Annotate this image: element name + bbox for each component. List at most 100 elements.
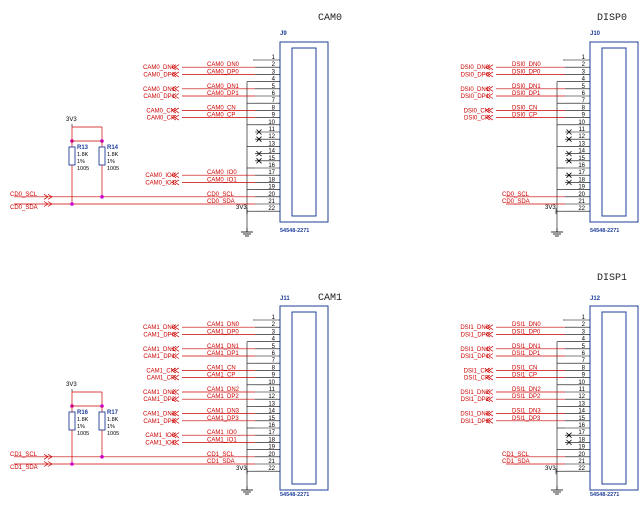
- pin-number: 4: [582, 77, 586, 83]
- resistor-tolerance: 1%: [107, 159, 115, 165]
- net-name: CD1_SCL: [207, 452, 235, 458]
- port-arrow-icon: [485, 324, 491, 330]
- port-arrow-icon: [174, 172, 180, 178]
- junction-dot: [70, 202, 74, 206]
- port-label: CAM1_DP1: [143, 354, 175, 360]
- pin-number: 1: [272, 315, 276, 321]
- connector-ref: J9: [280, 31, 287, 37]
- pin-number: 16: [268, 423, 275, 429]
- connector-disp1: DISP1J1254548-22711234567891011121314151…: [460, 273, 639, 498]
- connector-disp0: DISP0J1054548-22711234567891011121314151…: [460, 13, 639, 237]
- port-arrow-icon: [174, 179, 180, 186]
- pin-number: 17: [578, 170, 585, 176]
- pin-number: 11: [269, 387, 276, 393]
- pin-number: 18: [268, 177, 275, 183]
- pin-number: 22: [578, 466, 585, 472]
- nc-stroke: [566, 150, 572, 157]
- port-arrow-icon: [485, 86, 491, 92]
- port-label: DSI0_DN1: [460, 87, 489, 93]
- port-label: DSI1_DP2: [461, 397, 490, 403]
- net-name: DSI1_CP: [512, 373, 537, 379]
- pin-number: 11: [579, 387, 586, 393]
- port-arrow-icon: [171, 346, 177, 352]
- net-name: DSI0_DN0: [512, 62, 541, 68]
- resistor-value: 1.8K: [77, 417, 89, 423]
- port-label: CAM1_CN: [146, 368, 175, 374]
- port-label: DSI1_CP: [464, 376, 489, 382]
- pin-number: 20: [578, 192, 585, 198]
- port-arrow-icon: [485, 374, 491, 381]
- pin-number: 18: [578, 177, 585, 183]
- pin-number: 3: [272, 69, 276, 75]
- pin-number: 3: [582, 69, 586, 75]
- rail-label: 3V3: [66, 382, 77, 388]
- port-arrow-icon: [174, 93, 180, 99]
- pin-number: 1: [272, 55, 276, 61]
- port-label: CAM1_IO0: [145, 433, 175, 439]
- net-name: CAM1_DN3: [207, 409, 240, 415]
- port-arrow-icon: [174, 346, 180, 352]
- pin-number: 3: [272, 329, 276, 335]
- port-arrow-icon: [488, 93, 494, 99]
- port-arrow-icon: [43, 461, 49, 467]
- port-arrow-icon: [485, 418, 491, 424]
- pin-number: 10: [268, 380, 275, 386]
- resistor-value: 1.8K: [107, 152, 119, 158]
- port-arrow-icon: [488, 367, 494, 374]
- pin-number: 10: [578, 120, 585, 126]
- pin-number: 9: [582, 373, 586, 379]
- connector-cam1: CAM1J1154548-227112345678910111213141516…: [10, 293, 342, 498]
- part-number: 54548-2271: [280, 228, 309, 234]
- connector-body: [279, 305, 329, 491]
- nc-stroke: [256, 150, 262, 157]
- port-arrow-icon: [485, 71, 491, 78]
- pin-number: 5: [272, 84, 276, 90]
- pin-number: 13: [578, 141, 585, 147]
- net-name: CAM1_DN1: [207, 344, 240, 350]
- port-arrow-icon: [171, 389, 177, 395]
- port-arrow-icon: [485, 367, 491, 374]
- resistor-tolerance: 1%: [77, 424, 85, 430]
- port-arrow-icon: [47, 201, 53, 207]
- pin-number: 14: [268, 149, 275, 155]
- pin-number: 8: [582, 105, 586, 111]
- resistor-body: [68, 411, 76, 431]
- pin-number: 6: [582, 91, 586, 97]
- port-arrow-icon: [488, 64, 494, 70]
- connector-inner: [601, 311, 627, 485]
- resistor-value: 1.8K: [107, 417, 119, 423]
- pin-number: 8: [272, 105, 276, 111]
- port-label: CAM0_IO1: [145, 180, 175, 186]
- block-title: CAM1: [318, 293, 342, 304]
- pin-number: 2: [272, 322, 276, 328]
- port-arrow-icon: [171, 418, 177, 424]
- pin-number: 7: [582, 98, 586, 104]
- resistor-package: 1005: [107, 166, 119, 172]
- port-arrow-icon: [488, 324, 494, 330]
- port-label: DSI1_CN: [464, 368, 489, 374]
- port-arrow-icon: [171, 172, 177, 178]
- net-name: CAM0_CP: [207, 113, 235, 119]
- pin-number: 16: [268, 163, 275, 169]
- connector-body: [589, 41, 639, 223]
- port-arrow-icon: [488, 374, 494, 381]
- port-arrow-icon: [485, 331, 491, 338]
- pin-number: 11: [579, 127, 586, 133]
- port-arrow-icon: [488, 346, 494, 352]
- port-label: CAM1_DP3: [143, 419, 175, 425]
- nc-stroke: [256, 158, 262, 164]
- part-number: 54548-2271: [590, 228, 619, 234]
- pin-number: 20: [578, 452, 585, 458]
- net-name: CD0_SCL: [207, 192, 235, 198]
- net-name: CD1_SDA: [207, 459, 235, 465]
- port-label: CAM0_DP1: [143, 94, 175, 100]
- port-arrow-icon: [488, 418, 494, 424]
- port-arrow-icon: [488, 114, 494, 121]
- port-arrow-icon: [488, 410, 494, 417]
- port-arrow-icon: [171, 93, 177, 99]
- nc-stroke: [256, 129, 262, 135]
- pin-number: 7: [272, 98, 276, 104]
- port-arrow-icon: [174, 432, 180, 438]
- pin-number: 17: [268, 170, 275, 176]
- pin-number: 12: [268, 394, 275, 400]
